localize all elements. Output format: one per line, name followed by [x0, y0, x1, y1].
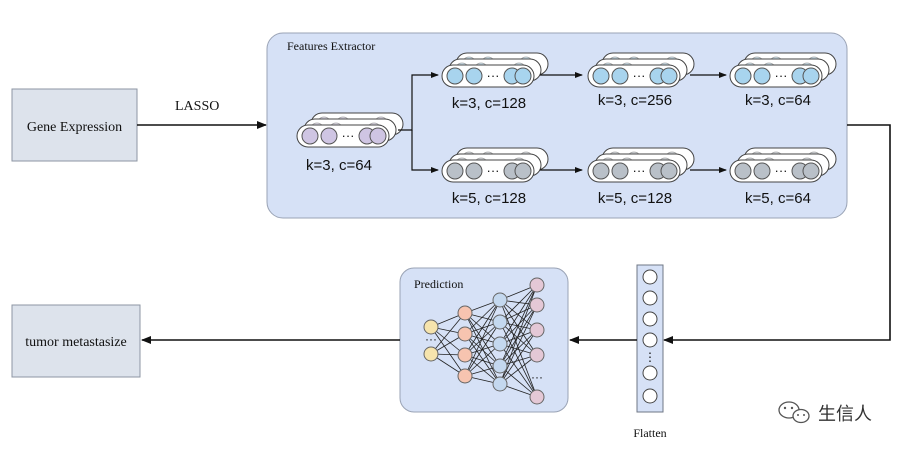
conv-node — [301, 127, 319, 145]
network-node — [492, 314, 508, 330]
first-layer-label: k=3, c=64 — [306, 157, 372, 174]
gene-expression-label: Gene Expression — [27, 120, 122, 135]
conv-node — [611, 67, 629, 85]
conv-node — [753, 162, 771, 180]
network-node — [529, 389, 545, 405]
conv-node — [660, 67, 678, 85]
conv-node — [446, 67, 464, 85]
network-nodes: ··· ··· — [423, 277, 545, 405]
network-node — [529, 322, 545, 338]
ellipsis: ··· — [775, 163, 788, 178]
conv-layers: ··· ··· ··· ··· ··· ··· ··· — [296, 52, 837, 183]
network-node — [492, 336, 508, 352]
conv-node — [592, 162, 610, 180]
network-node — [492, 376, 508, 392]
network-node — [529, 277, 545, 293]
flatten-layer: ⋮ Flatten — [633, 264, 667, 440]
conv-node — [660, 162, 678, 180]
ellipsis: ··· — [633, 163, 646, 178]
conv-node — [753, 67, 771, 85]
flatten-node — [642, 388, 658, 404]
ellipsis: ··· — [487, 68, 500, 83]
conv-layer-bottom-1: ··· — [441, 147, 549, 183]
top-branch-label-1: k=3, c=128 — [452, 95, 526, 112]
gene-expression-box: Gene Expression — [11, 88, 138, 162]
branch-connectors — [398, 72, 727, 173]
tumor-metastasize-box: tumor metastasize — [11, 304, 141, 378]
conv-layer-top-2: ··· — [587, 52, 695, 88]
ellipsis: ··· — [342, 128, 355, 143]
ellipsis: ··· — [775, 68, 788, 83]
flatten-node — [642, 332, 658, 348]
conv-node — [320, 127, 338, 145]
watermark-text: 生信人 — [818, 404, 872, 424]
conv-node — [802, 162, 820, 180]
features-extractor-title: Features Extractor — [287, 39, 375, 53]
wechat-icon — [778, 401, 810, 424]
conv-node — [446, 162, 464, 180]
ellipsis: ··· — [487, 163, 500, 178]
ellipsis: ··· — [633, 68, 646, 83]
conv-layer-bottom-2: ··· — [587, 147, 695, 183]
prediction-panel: Prediction ··· ··· — [399, 267, 569, 413]
top-branch-label-3: k=3, c=64 — [745, 92, 811, 109]
conv-node — [592, 67, 610, 85]
network-node — [529, 347, 545, 363]
flatten-node — [642, 290, 658, 306]
network-node — [423, 346, 439, 362]
network-node — [529, 297, 545, 313]
bottom-branch-label-1: k=5, c=128 — [452, 190, 526, 207]
flatten-label: Flatten — [633, 426, 666, 440]
bottom-branch-label-3: k=5, c=64 — [745, 190, 811, 207]
extractor-to-flatten-arrow — [663, 124, 891, 344]
network-node — [457, 368, 473, 384]
conv-node — [734, 67, 752, 85]
conv-node — [611, 162, 629, 180]
conv-node — [514, 162, 532, 180]
conv-layer-bottom-3: ··· — [729, 147, 837, 183]
flatten-ellipsis: ⋮ — [644, 350, 656, 364]
conv-node — [369, 127, 387, 145]
flatten-node — [642, 311, 658, 327]
connector-to-top-branch — [398, 72, 439, 131]
network-node — [457, 305, 473, 321]
lasso-label: LASSO — [175, 99, 219, 114]
conv-node — [514, 67, 532, 85]
conv-node — [465, 67, 483, 85]
top-branch-label-2: k=3, c=256 — [598, 92, 672, 109]
conv-node — [734, 162, 752, 180]
conv-node — [465, 162, 483, 180]
network-node — [423, 319, 439, 335]
network-node — [457, 347, 473, 363]
tumor-metastasize-label: tumor metastasize — [25, 335, 126, 350]
bottom-branch-label-2: k=5, c=128 — [598, 190, 672, 207]
conv-layer-top-3: ··· — [729, 52, 837, 88]
watermark: 生信人 — [778, 401, 872, 424]
flatten-node — [642, 269, 658, 285]
network-node — [492, 292, 508, 308]
connector-to-bottom-branch — [411, 130, 439, 173]
network-ellipsis: ··· — [531, 370, 543, 384]
network-node — [457, 326, 473, 342]
conv-node — [802, 67, 820, 85]
flatten-node — [642, 365, 658, 381]
network-node — [492, 358, 508, 374]
conv-layer-top-1: ··· — [441, 52, 549, 88]
flatten-nodes: ⋮ — [642, 269, 658, 404]
conv-layer-first: ··· — [296, 112, 404, 148]
network-ellipsis: ··· — [425, 332, 437, 346]
prediction-title: Prediction — [414, 277, 463, 291]
